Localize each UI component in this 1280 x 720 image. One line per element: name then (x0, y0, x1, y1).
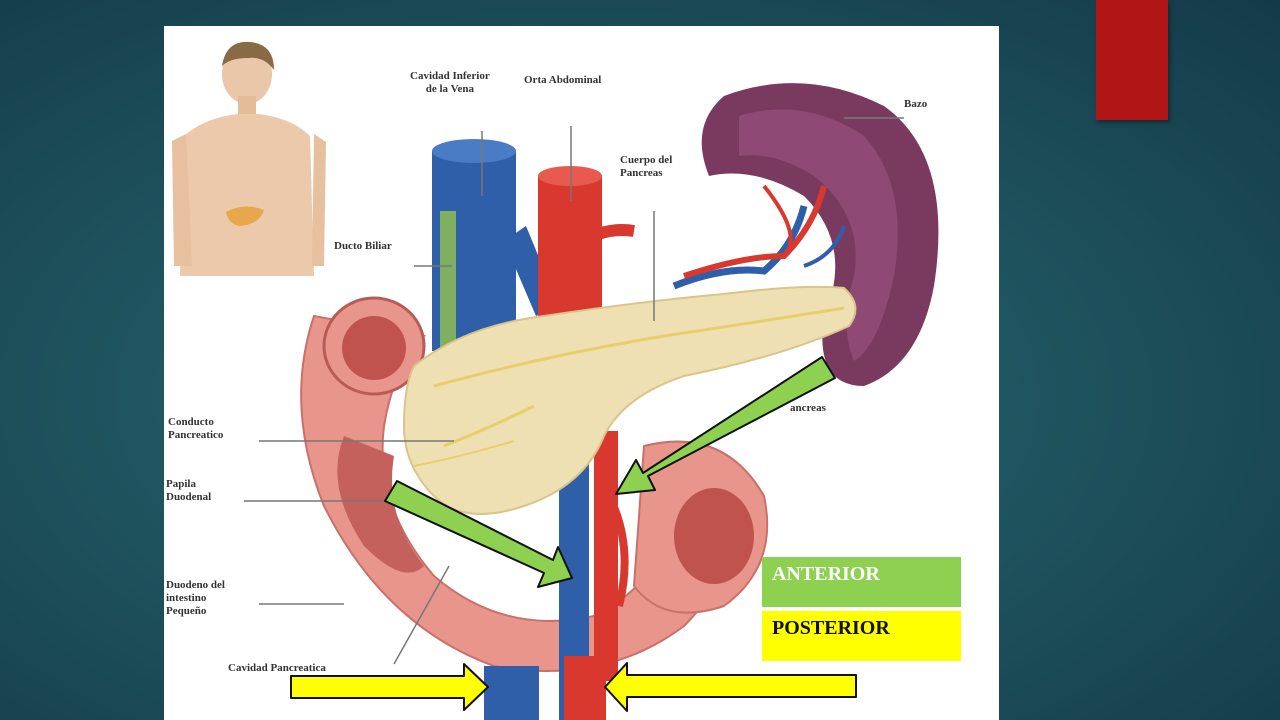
yellow-arrow-right (604, 662, 857, 712)
legend-anterior: ANTERIOR (762, 557, 961, 607)
bile-duct (440, 211, 456, 361)
label-cavidad: Cavidad Pancreatica (228, 662, 326, 674)
green-arrow-right (615, 356, 836, 495)
anatomy-diagram: Cavidad Inferior de la Vena Orta Abdomin… (164, 26, 999, 720)
label-bazo: Bazo (904, 98, 928, 110)
label-conducto: Conducto Pancreatico (168, 416, 224, 441)
green-arrow-left (384, 480, 573, 588)
splenic-vessels (672, 184, 846, 290)
label-duodeno: Duodeno del intestino Pequeño (166, 579, 225, 617)
label-ducto: Ducto Biliar (334, 240, 392, 252)
human-figure (172, 41, 326, 276)
spleen (701, 83, 939, 386)
label-vena-cava: Cavidad Inferior de la Vena (410, 70, 490, 95)
duodenum (300, 296, 769, 672)
label-cola: ancreas (790, 402, 826, 414)
aorta (538, 166, 635, 720)
label-papila: Papila Duodenal (166, 478, 212, 503)
label-aorta: Orta Abdominal (524, 74, 602, 86)
legend-posterior: POSTERIOR (762, 611, 961, 661)
pancreas (402, 285, 857, 515)
yellow-arrow-left (290, 663, 489, 711)
accent-tab (1096, 0, 1168, 120)
label-cuerpo: Cuerpo del Pancreas (620, 154, 673, 179)
pancreas-illustration (172, 41, 939, 720)
